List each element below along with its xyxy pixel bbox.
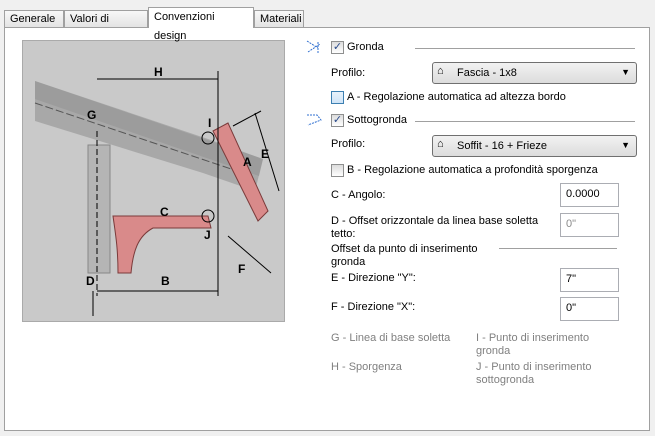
tab-convenzioni-design[interactable]: Convenzioni design bbox=[148, 7, 254, 42]
chevron-down-icon: ▼ bbox=[621, 67, 630, 77]
sottogronda-label: Sottogronda bbox=[347, 114, 407, 126]
gronda-label: Gronda bbox=[347, 41, 384, 53]
sottogronda-checkbox[interactable]: ✓ bbox=[331, 114, 344, 127]
label-a: A bbox=[243, 155, 252, 169]
offset-h-label: D - Offset orizzontale da linea base sol… bbox=[331, 215, 539, 240]
gronda-auto-label: A - Regolazione automatica ad altezza bo… bbox=[347, 91, 566, 103]
profile-icon: ⌂ bbox=[437, 138, 444, 150]
soffit-icon bbox=[307, 114, 322, 126]
offset-group-label: Offset da punto di inserimento gronda bbox=[331, 243, 478, 268]
profile-icon: ⌂ bbox=[437, 65, 444, 77]
gronda-profile-label: Profilo: bbox=[331, 67, 366, 79]
separator bbox=[499, 248, 617, 249]
label-j: J bbox=[204, 228, 211, 242]
label-e: E bbox=[261, 147, 269, 161]
chevron-down-icon: ▼ bbox=[621, 140, 630, 150]
label-c: C bbox=[160, 205, 169, 219]
sottogronda-auto-label: B - Regolazione automatica a profondità … bbox=[347, 164, 598, 176]
legend-i: I - Punto di inserimento gronda bbox=[476, 332, 590, 357]
label-h: H bbox=[154, 65, 163, 79]
legend-h: H - Sporgenza bbox=[331, 361, 402, 373]
dir-x-input[interactable]: 0" bbox=[560, 297, 619, 321]
sottogronda-profile-label: Profilo: bbox=[331, 138, 366, 150]
separator bbox=[415, 48, 635, 49]
label-g: G bbox=[87, 108, 96, 122]
gronda-checkbox[interactable]: ✓ bbox=[331, 41, 344, 54]
dir-y-label: E - Direzione "Y": bbox=[331, 272, 416, 284]
gronda-auto-checkbox[interactable] bbox=[331, 91, 344, 104]
label-d: D bbox=[86, 274, 95, 288]
tab-valori-di-default[interactable]: Valori di default bbox=[64, 10, 148, 42]
sottogronda-profile-dropdown[interactable]: ⌂ Soffit - 16 + Frieze ▼ bbox=[432, 135, 637, 157]
dir-x-label: F - Direzione "X": bbox=[331, 301, 416, 313]
tab-materiali[interactable]: Materiali bbox=[254, 10, 304, 27]
separator bbox=[415, 121, 635, 122]
offset-h-input[interactable]: 0" bbox=[560, 213, 619, 237]
sottogronda-profile-value: Soffit - 16 + Frieze bbox=[457, 140, 547, 152]
label-f: F bbox=[238, 262, 245, 276]
label-i: I bbox=[208, 116, 211, 130]
gronda-profile-dropdown[interactable]: ⌂ Fascia - 1x8 ▼ bbox=[432, 62, 637, 84]
eave-diagram: H G I A E C J F D B bbox=[22, 40, 285, 322]
gronda-profile-value: Fascia - 1x8 bbox=[457, 67, 517, 79]
legend-g: G - Linea di base soletta bbox=[331, 332, 451, 344]
angle-label: C - Angolo: bbox=[331, 189, 386, 201]
tab-generale[interactable]: Generale bbox=[4, 10, 64, 27]
legend-j: J - Punto di inserimento sottogronda bbox=[476, 361, 592, 386]
fascia-icon bbox=[306, 40, 321, 53]
dir-y-input[interactable]: 7" bbox=[560, 268, 619, 292]
angle-input[interactable]: 0.0000 bbox=[560, 183, 619, 207]
label-b: B bbox=[161, 274, 170, 288]
sottogronda-auto-checkbox[interactable] bbox=[331, 164, 344, 177]
